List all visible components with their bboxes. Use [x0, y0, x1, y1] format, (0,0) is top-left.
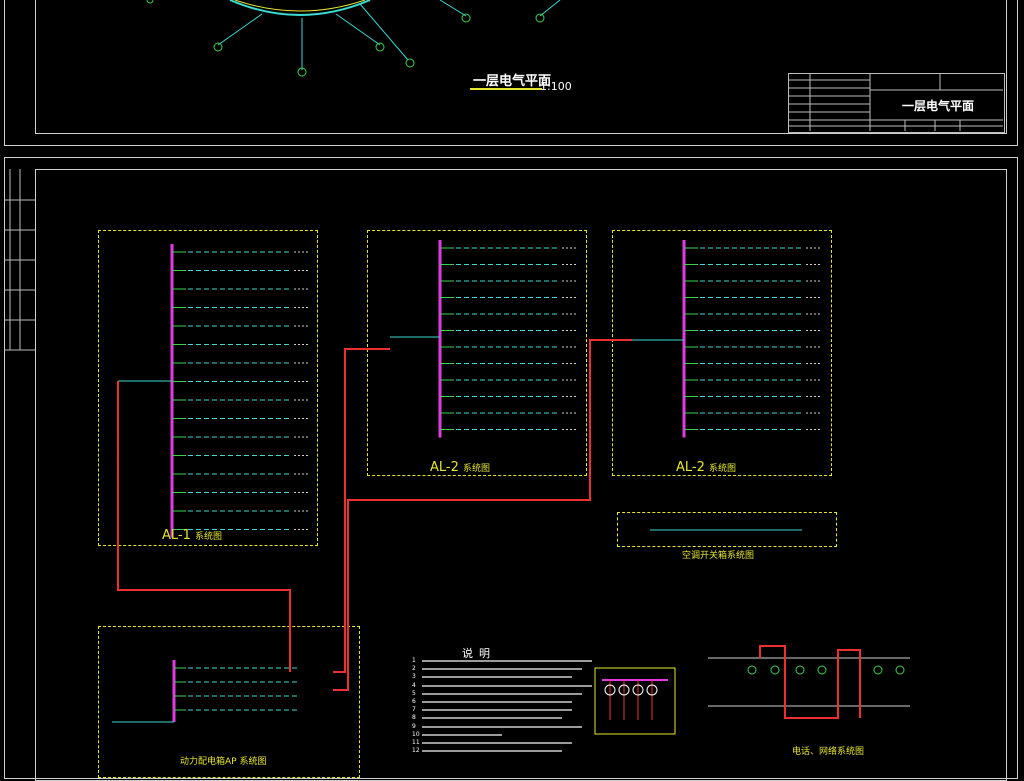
note-number: 4 [412, 681, 416, 689]
outlet-symbol-frame [594, 667, 676, 735]
network-outlet-1 [747, 665, 757, 675]
note-text [422, 742, 572, 744]
note-number: 10 [412, 730, 420, 738]
panel-al1-suffix: 系统图 [195, 532, 223, 542]
note-text [422, 717, 562, 720]
ap-panel-title: 动力配电箱AP 系统图 [180, 757, 267, 767]
panel-al3-label: AL-2 [676, 460, 705, 475]
note-text [422, 660, 592, 662]
note-number: 12 [412, 747, 420, 755]
note-number: 9 [412, 722, 416, 730]
note-text [422, 676, 572, 679]
note-number: 7 [412, 706, 416, 714]
panel-al1-label: AL-1 [162, 528, 191, 543]
switchbox-title: 空调开关箱系统图 [682, 551, 755, 561]
network-outlet-5 [873, 665, 883, 675]
floor-plan-scale: 1:100 [540, 80, 572, 93]
panel-al3-box [612, 230, 832, 476]
note-text [422, 701, 572, 703]
outlet-breaker-1 [604, 684, 616, 696]
network-diagram-title: 电话、网络系统图 [792, 747, 865, 757]
outlet-breaker-2 [618, 684, 630, 696]
floor-plan-drawing [146, 0, 561, 77]
note-number: 6 [412, 698, 416, 705]
feeder-ap-al3 [333, 339, 632, 691]
note-number: 11 [412, 739, 420, 746]
note-text [422, 692, 582, 695]
note-number: 3 [412, 673, 416, 681]
title-block-drawing-title: 一层电气平面 [902, 99, 975, 113]
panel-al2-label: AL-2 [430, 460, 459, 475]
network-outlet-4 [817, 665, 827, 675]
feeder-ap-al2 [333, 348, 390, 673]
outlet-breaker-3 [632, 684, 644, 696]
panel-al2-box [367, 230, 587, 476]
note-number: 2 [412, 665, 416, 673]
note-number: 1 [412, 657, 416, 664]
note-text [422, 733, 502, 736]
panel-al1-box [98, 230, 318, 546]
panel-al1-title: AL-1 系统图 [162, 528, 222, 543]
panel-al3-suffix: 系统图 [709, 464, 737, 474]
network-trunk [759, 645, 861, 719]
floor-plan-sheet-border [4, 0, 1018, 146]
panel-al3-title: AL-2 系统图 [676, 460, 736, 475]
network-outlet-2 [770, 665, 780, 675]
notes-title: 说明 [462, 647, 496, 660]
note-number: 8 [412, 714, 416, 722]
note-text [422, 725, 582, 728]
floor-plan-inner-frame [35, 0, 1007, 134]
floor-plan-title-underline [470, 88, 542, 90]
note-number: 5 [412, 689, 416, 697]
floor-plan-title: 一层电气平面 [473, 74, 552, 89]
network-outlet-3 [795, 665, 805, 675]
title-block-grid [788, 73, 1003, 131]
feeder-ap-al1 [117, 381, 291, 672]
title-block [788, 73, 1005, 133]
note-text [422, 709, 572, 712]
panel-al2-title: AL-2 系统图 [430, 460, 490, 475]
outlet-breaker-4 [646, 684, 658, 696]
panel-al2-suffix: 系统图 [463, 464, 491, 474]
panel-switchbox-box [617, 512, 837, 547]
note-text [422, 750, 562, 753]
note-text [422, 668, 582, 671]
note-text [422, 684, 592, 687]
network-outlet-6 [895, 665, 905, 675]
